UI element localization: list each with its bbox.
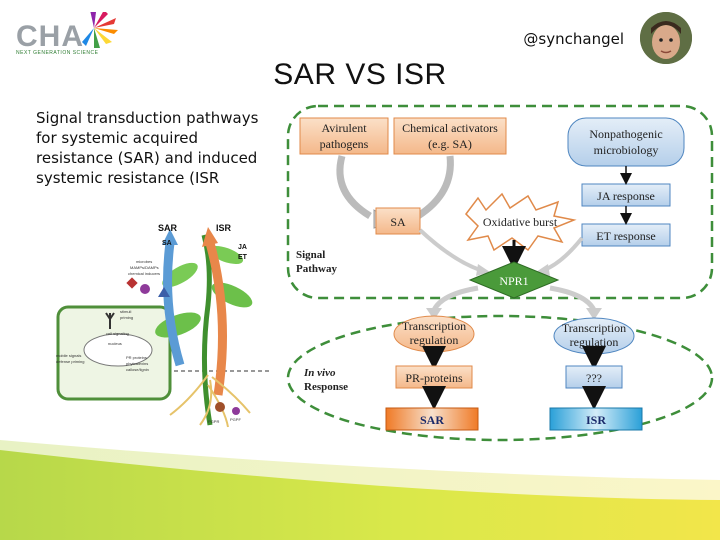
slide-description: Signal transduction pathways for systemi… — [36, 109, 259, 187]
chemical-line2: (e.g. SA) — [428, 137, 472, 151]
signal-pathway-region — [286, 104, 714, 300]
avirulent-pathogens-box — [299, 117, 389, 155]
ja-response-label: JA response — [597, 189, 655, 203]
isr-outcome-box — [549, 407, 643, 431]
left-label-sa: SA — [162, 240, 172, 247]
nonpath-line1: Nonpathogenic — [589, 127, 662, 141]
sar-outcome-box — [385, 407, 479, 431]
logo-subtitle: NEXT GENERATION SCIENCE — [16, 50, 99, 56]
chemical-activators-box — [393, 117, 507, 155]
left-label-sar: SAR — [158, 223, 178, 233]
chemical-line1: Chemical activators — [402, 121, 498, 135]
left-label-mamps: MAMPs/DAMPs — [130, 265, 159, 270]
avirulent-line1: Avirulent — [321, 121, 367, 135]
tr-right-line1: Transcription — [562, 321, 626, 335]
et-response-label: ET response — [596, 229, 655, 243]
decorative-band — [0, 420, 720, 540]
left-label-callose: callose/lignin — [126, 367, 149, 372]
left-label-ja: JA — [238, 244, 247, 251]
pr-proteins-label: PR-proteins — [405, 371, 463, 385]
nonpath-line2: microbiology — [594, 143, 659, 157]
signal-pathway-line2: Pathway — [296, 263, 337, 275]
left-label-pgpr: PGPR — [208, 419, 219, 424]
npr1-label: NPR1 — [499, 274, 528, 288]
left-label-et: ET — [238, 254, 248, 261]
tr-right-line2: regulation — [570, 335, 619, 349]
in-vivo-line2: Response — [304, 381, 348, 393]
avirulent-line2: pathogens — [320, 137, 369, 151]
oxidative-burst-label: Oxidative burst — [483, 215, 558, 229]
left-label-pgpf: PGPF — [230, 417, 241, 422]
signal-pathway-line1: Signal — [296, 249, 325, 261]
unknown-label: ??? — [586, 371, 602, 385]
isr-outcome-label: ISR — [586, 413, 606, 427]
left-label-cell-signaling: cell signaling — [106, 331, 129, 336]
avatar — [640, 12, 692, 64]
sa-label: SA — [390, 215, 406, 229]
left-label-microbes: microbes — [136, 259, 152, 264]
logo — [14, 10, 124, 58]
oxidative-burst-shape — [465, 192, 577, 252]
left-label-nucleus: nucleus — [108, 341, 122, 346]
in-vivo-region — [286, 314, 714, 442]
logo-starburst-icon — [82, 10, 118, 48]
sa-box — [375, 207, 421, 235]
left-label-stimuli: stimuli — [120, 309, 131, 314]
left-label-priming: priming — [120, 315, 133, 320]
left-label-defense-priming: defense priming — [56, 359, 84, 364]
npr1-node — [468, 261, 560, 299]
left-label-isr: ISR — [216, 223, 232, 233]
left-label-phytoalexins: phytoalexins — [126, 361, 148, 366]
tr-left-line1: Transcription — [402, 319, 466, 333]
nonpathogenic-box — [567, 117, 685, 167]
sar-isr-flow-diagram: Avirulent pathogens Chemical activators … — [282, 98, 720, 450]
left-label-mobile-signals: mobile signals — [56, 353, 81, 358]
logo-text: CHA — [16, 20, 84, 53]
slide-title: SAR VS ISR — [273, 58, 447, 91]
left-label-pr-proteins: PR proteins — [126, 355, 147, 360]
plant-resistance-figure: SAR SA ISR JA ET microbes MAMPs/DAMPs ch… — [50, 215, 282, 430]
sar-outcome-label: SAR — [420, 413, 444, 427]
tr-left-line2: regulation — [410, 333, 459, 347]
left-label-chemical: chemical inducers — [128, 271, 160, 276]
in-vivo-line1: In vivo — [303, 367, 336, 379]
twitter-handle: @synchangel — [523, 30, 624, 48]
